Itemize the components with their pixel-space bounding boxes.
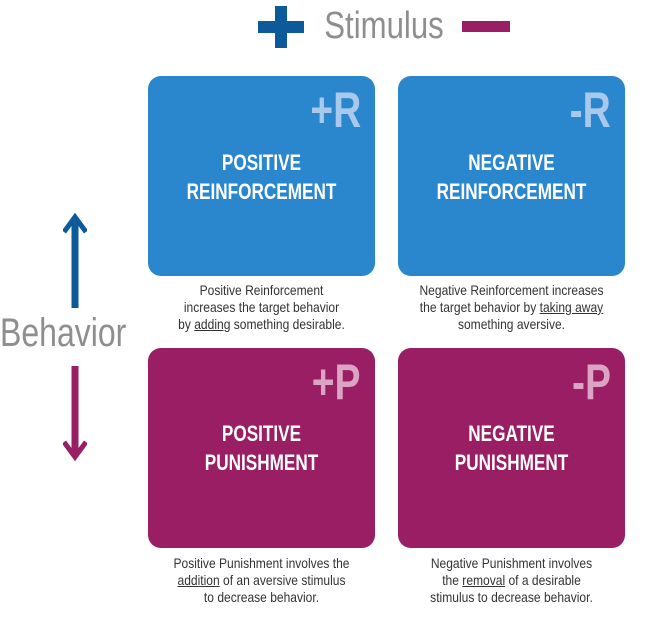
quadrant-description: Negative Punishment involves the removal… [414,555,609,606]
quadrant-description: Negative Reinforcement increases the tar… [414,282,609,333]
plus-icon [258,6,304,48]
quadrant-negative-punishment: -P NEGATIVE PUNISHMENT [398,348,625,548]
desc-line: by adding something desirable. [164,316,359,333]
desc-line: the target behavior by taking away [414,299,609,316]
desc-emphasis: addition [177,572,220,588]
title-line: POSITIVE [221,421,302,446]
quadrant-positive-punishment: +P POSITIVE PUNISHMENT [148,348,375,548]
desc-line: Positive Punishment involves the [173,555,350,571]
desc-emphasis: removal [462,572,506,588]
desc-line: Positive Reinforcement [199,282,324,298]
quadrant-description: Positive Punishment involves the additio… [164,555,359,606]
desc-text: of an aversive stimulus [219,572,346,588]
quadrant-abbr: -R [569,82,611,138]
desc-text: the [442,572,463,588]
desc-line: something aversive. [457,316,566,332]
quadrant-title: POSITIVE REINFORCEMENT [173,148,350,206]
desc-line: Negative Reinforcement increases [419,282,604,298]
desc-text: the target behavior by [419,299,540,315]
quadrant-title: POSITIVE PUNISHMENT [173,419,350,477]
quadrant-abbr: +P [312,354,361,410]
quadrant-abbr: +R [310,82,361,138]
desc-line: the removal of a desirable [414,572,609,589]
desc-line: Negative Punishment involves [430,555,593,571]
desc-text: by [178,316,195,332]
desc-emphasis: adding [194,316,231,332]
minus-icon [462,21,510,32]
title-line: REINFORCEMENT [186,179,337,204]
desc-line: stimulus to decrease behavior. [430,589,593,605]
title-line: REINFORCEMENT [436,179,587,204]
title-line: PUNISHMENT [204,450,319,475]
quadrant-description: Positive Reinforcement increases the tar… [164,282,359,333]
stimulus-axis-label: Stimulus [324,5,444,47]
quadrant-negative-reinforcement: -R NEGATIVE REINFORCEMENT [398,76,625,276]
desc-line: addition of an aversive stimulus [164,572,359,589]
title-line: NEGATIVE [468,421,555,446]
title-line: PUNISHMENT [454,450,569,475]
desc-text: something desirable. [230,316,345,332]
arrow-up-icon [63,212,87,308]
desc-emphasis: taking away [539,299,604,315]
quadrant-positive-reinforcement: +R POSITIVE REINFORCEMENT [148,76,375,276]
quadrant-abbr: -P [572,354,611,410]
title-line: POSITIVE [221,150,302,175]
behavior-axis-label: Behavior [0,311,127,355]
desc-text: of a desirable [505,572,581,588]
quadrant-title: NEGATIVE PUNISHMENT [423,419,600,477]
desc-line: increases the target behavior [183,299,340,315]
quadrant-title: NEGATIVE REINFORCEMENT [423,148,600,206]
desc-line: to decrease behavior. [203,589,320,605]
title-line: NEGATIVE [468,150,555,175]
arrow-down-icon [63,366,87,462]
